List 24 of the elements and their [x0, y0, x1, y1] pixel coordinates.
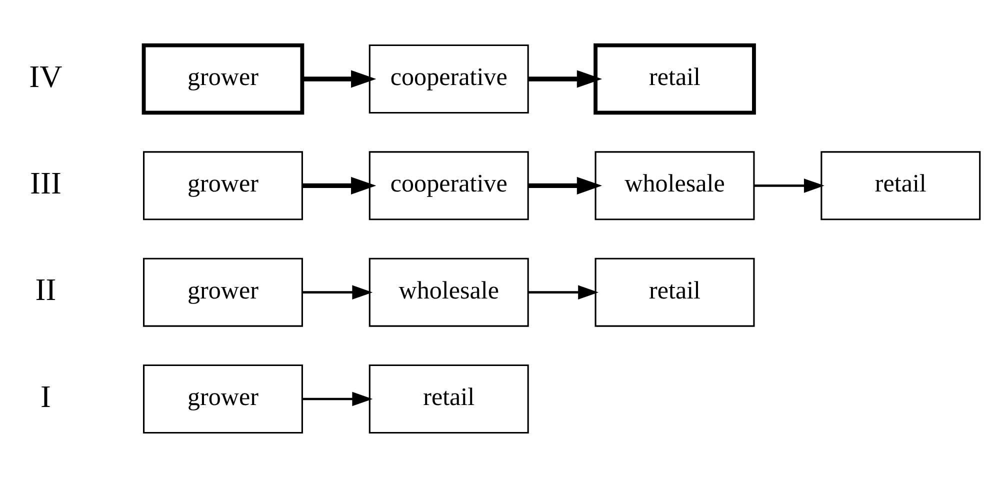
node-box: retail — [368, 364, 529, 434]
node-box: cooperative — [368, 44, 529, 113]
label: IV — [29, 58, 62, 94]
arrow — [302, 391, 373, 406]
arrow — [528, 70, 602, 88]
arrow — [302, 70, 376, 88]
node-box: grower — [143, 257, 303, 326]
label: I — [40, 378, 51, 414]
node-box: wholesale — [594, 150, 755, 220]
arrow — [528, 176, 602, 194]
node-box: grower — [142, 42, 304, 114]
node-box: cooperative — [368, 150, 529, 220]
label: III — [30, 165, 62, 200]
node-box: grower — [143, 150, 303, 220]
node-box: retail — [594, 257, 755, 326]
arrow — [754, 178, 824, 192]
node-box: wholesale — [368, 257, 529, 326]
node-box: retail — [594, 42, 756, 114]
node-box: grower — [143, 364, 303, 434]
label: II — [35, 272, 56, 307]
arrow — [302, 284, 373, 299]
arrow — [528, 284, 599, 299]
arrow — [302, 176, 376, 194]
node-box: retail — [820, 150, 981, 220]
